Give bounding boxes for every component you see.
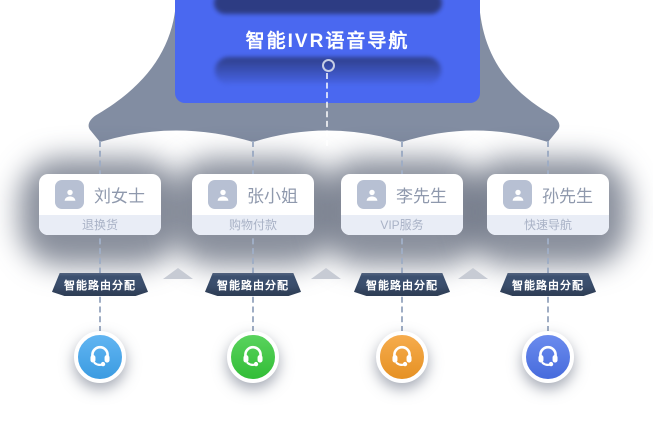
caller-card: 张小姐 购物付款: [192, 174, 314, 235]
agent-circle: [376, 331, 428, 383]
header-top-pill-decoration: [213, 0, 442, 14]
user-icon: [55, 180, 84, 209]
connector-line: [99, 141, 101, 332]
caller-card: 孙先生 快速导航: [487, 174, 609, 235]
caller-name: 张小姐: [247, 187, 298, 206]
caller-service: 快速导航: [487, 215, 609, 235]
shadow-gap-triangle: [458, 268, 488, 279]
routing-badge: 智能路由分配: [205, 273, 301, 296]
agent-circle: [227, 331, 279, 383]
headset-icon: [535, 342, 561, 373]
caller-service: 购物付款: [192, 215, 314, 235]
user-icon: [208, 180, 237, 209]
agent-circle: [522, 331, 574, 383]
routing-badge: 智能路由分配: [500, 273, 596, 296]
caller-card: 李先生 VIP服务: [341, 174, 463, 235]
caller-name: 李先生: [396, 187, 447, 206]
user-icon: [503, 180, 532, 209]
connector-line: [401, 141, 403, 332]
headset-icon: [389, 342, 415, 373]
connector-line: [547, 141, 549, 332]
connector-node-circle: [321, 59, 335, 72]
caller-name: 刘女士: [94, 187, 145, 206]
headset-icon: [87, 342, 113, 373]
shadow-gap-triangle: [163, 268, 193, 279]
connector-line-center: [326, 73, 328, 146]
headset-icon: [240, 342, 266, 373]
connector-line: [252, 141, 254, 332]
routing-badge: 智能路由分配: [354, 273, 450, 296]
caller-card: 刘女士 退换货: [39, 174, 161, 235]
caller-service: VIP服务: [341, 215, 463, 235]
page-title: 智能IVR语音导航: [245, 31, 410, 52]
caller-name: 孙先生: [542, 187, 593, 206]
user-icon: [357, 180, 386, 209]
caller-service: 退换货: [39, 215, 161, 235]
shadow-gap-triangle: [311, 268, 341, 279]
routing-badge: 智能路由分配: [52, 273, 148, 296]
agent-circle: [74, 331, 126, 383]
